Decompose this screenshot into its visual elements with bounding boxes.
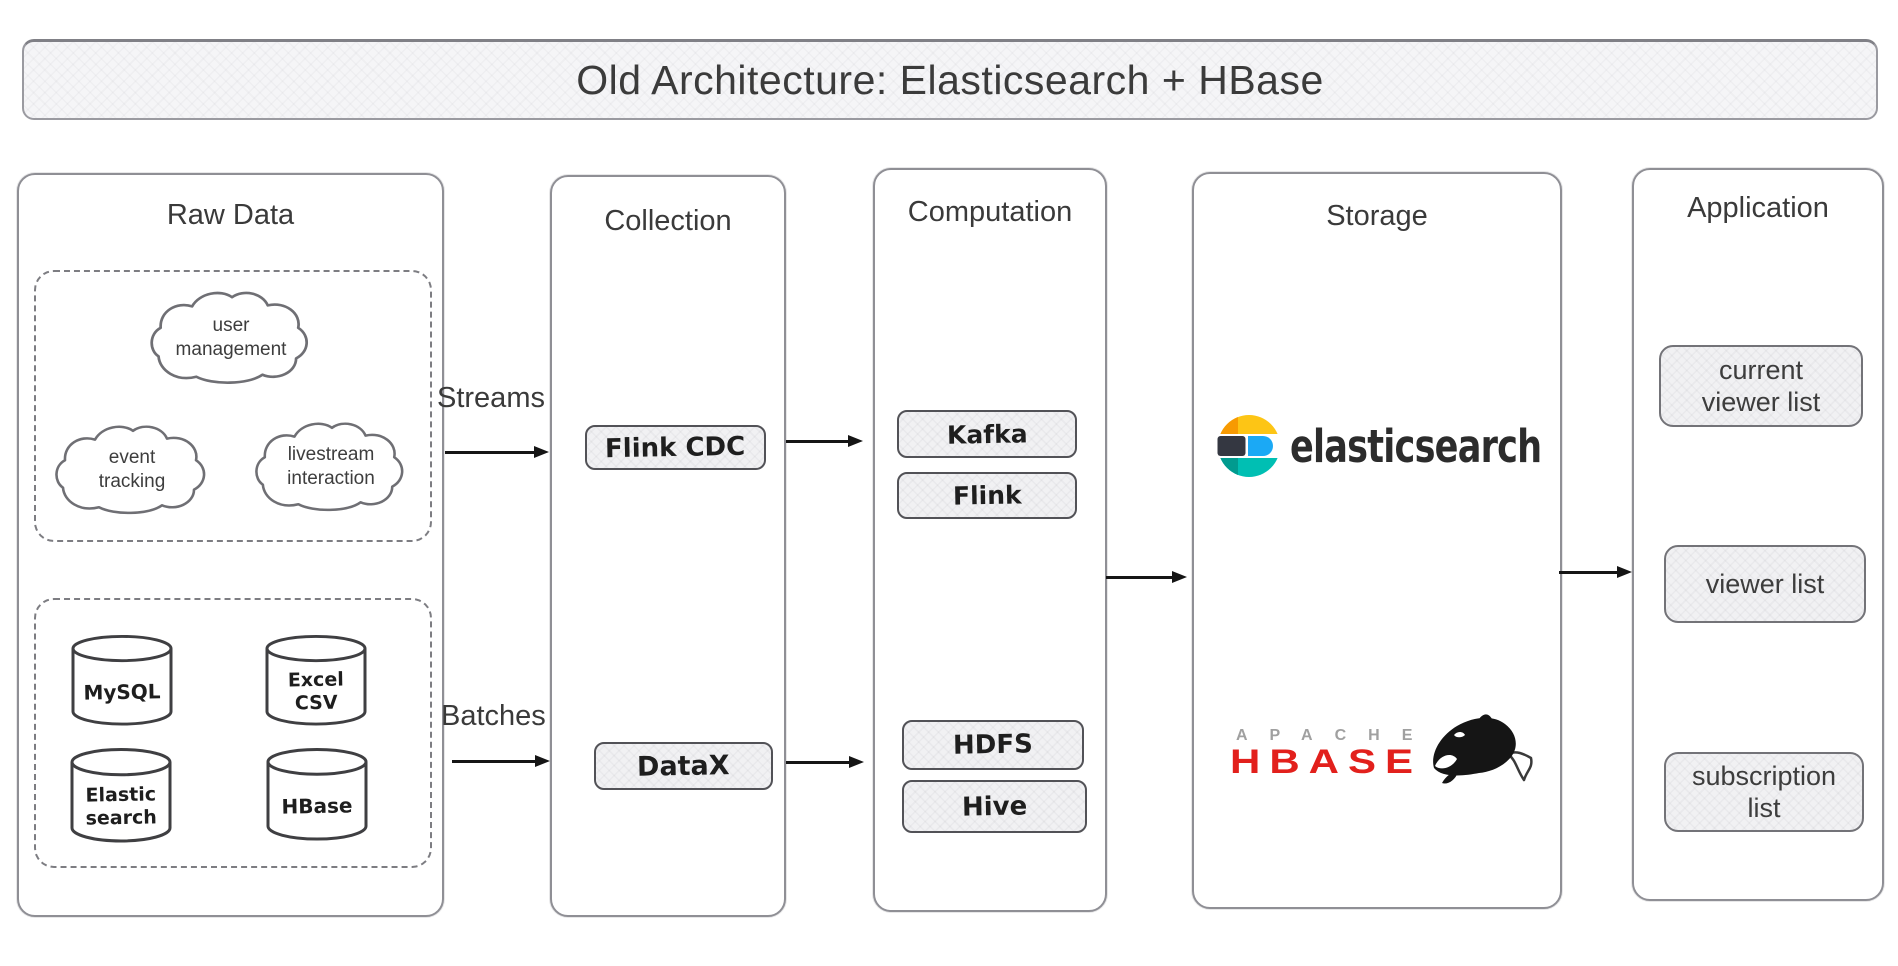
cloud-icon [150, 291, 308, 384]
panel-application: Application current viewer list viewer l… [1632, 168, 1884, 901]
raw-data-title: Raw Data [166, 199, 295, 231]
output-subscription-list: subscription list [1664, 752, 1864, 832]
db-excel-csv: Excel CSV [264, 634, 368, 727]
panel-storage: Storage elasticsearch APACHE HBASE [1192, 172, 1562, 909]
cloud-user-management: user management [147, 287, 315, 389]
output-label: current viewer list [1701, 354, 1821, 417]
database-cylinder-icon [265, 634, 367, 726]
node-label: Flink CDC [605, 431, 746, 464]
node-label: HDFS [952, 729, 1034, 761]
node-hive: Hive [902, 780, 1087, 833]
streams-label: Streams [437, 382, 545, 414]
database-cylinder-icon [70, 748, 172, 843]
hbase-orca-icon [1433, 714, 1533, 784]
database-cylinder-icon [266, 747, 368, 841]
elasticsearch-logo-icon [1217, 415, 1280, 477]
cloud-label: event tracking [98, 447, 166, 492]
node-hdfs: HDFS [902, 720, 1084, 770]
hbase-logo: APACHE HBASE [1230, 714, 1534, 811]
arrow-batches-rawdata-to-collection [452, 755, 550, 767]
batches-sources-group [34, 598, 432, 868]
db-label: Elastic search [85, 783, 157, 830]
cloud-event-tracking: event tracking [52, 421, 212, 519]
node-label: Hive [961, 790, 1028, 823]
db-hbase: HBase [265, 747, 369, 842]
cloud-icon [255, 422, 404, 512]
arrow-storage-to-application [1559, 566, 1632, 578]
application-title: Application [1687, 192, 1829, 224]
output-label: viewer list [1705, 568, 1825, 599]
arrow-collection-to-computation-bottom [786, 756, 864, 768]
cloud-livestream-interaction: livestream interaction [252, 418, 410, 516]
elasticsearch-wordmark: elasticsearch [1290, 419, 1542, 473]
panel-raw-data: Raw Data user management event tracking … [17, 173, 444, 917]
arrow-streams-rawdata-to-collection [445, 446, 549, 458]
node-flink: Flink [897, 472, 1077, 519]
computation-title: Computation [907, 196, 1073, 228]
node-flink-cdc: Flink CDC [585, 425, 766, 470]
panel-collection: Collection Flink CDC DataX [550, 175, 786, 917]
cloud-label: livestream interaction [287, 444, 375, 489]
node-kafka: Kafka [897, 410, 1077, 458]
storage-title: Storage [1326, 200, 1428, 232]
db-label: HBase [281, 792, 353, 819]
node-label: Kafka [946, 418, 1028, 450]
database-cylinder-icon [71, 634, 173, 726]
apache-label: APACHE [1236, 727, 1435, 744]
output-label: subscription list [1691, 760, 1837, 823]
panel-computation: Computation Kafka Flink HDFS Hive [873, 168, 1107, 912]
streams-sources-group [34, 270, 432, 542]
output-viewer-list: viewer list [1664, 545, 1866, 623]
node-datax: DataX [594, 742, 773, 790]
diagram-title: Old Architecture: Elasticsearch + HBase [576, 56, 1324, 103]
arrow-collection-to-computation-top [786, 435, 863, 447]
node-label: Flink [952, 480, 1022, 511]
cloud-label: user management [175, 315, 287, 360]
collection-title: Collection [604, 205, 732, 237]
db-mysql: MySQL [70, 634, 174, 727]
batches-label: Batches [441, 700, 546, 732]
db-label: Excel CSV [287, 668, 344, 714]
arrow-computation-to-storage [1106, 571, 1187, 583]
node-label: DataX [636, 749, 731, 783]
db-elasticsearch: Elastic search [69, 747, 173, 844]
output-current-viewer-list: current viewer list [1659, 345, 1863, 427]
cloud-icon [55, 425, 206, 515]
title-banner: Old Architecture: Elasticsearch + HBase [22, 39, 1878, 120]
db-label: MySQL [83, 678, 161, 705]
hbase-wordmark: HBASE [1230, 742, 1423, 781]
